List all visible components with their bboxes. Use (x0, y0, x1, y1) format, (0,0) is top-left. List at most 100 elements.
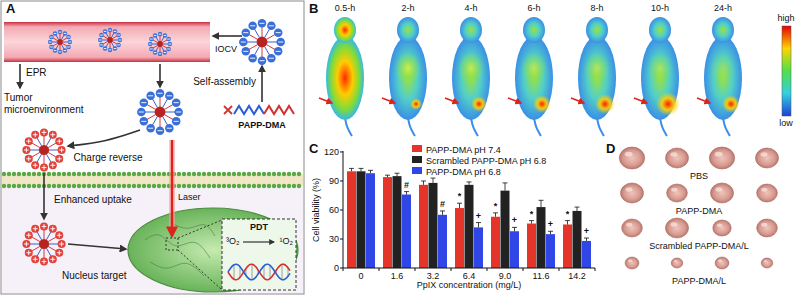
charge-sign (139, 112, 144, 113)
legend-swatch (412, 167, 422, 174)
lipid-head (37, 184, 41, 188)
lipid-head (57, 184, 61, 188)
lipid-head (187, 184, 191, 188)
tumor-photo (711, 183, 734, 203)
charge-sign (50, 46, 53, 47)
mouse-tail (723, 118, 730, 136)
charge-sign (167, 39, 170, 40)
lipid-head (17, 172, 21, 176)
charge-dot (55, 231, 63, 239)
time-label: 10-h (651, 3, 669, 13)
charge-dot (31, 131, 39, 139)
error-bar (505, 183, 506, 191)
flow-arrow (68, 244, 126, 249)
charge-dot (49, 131, 57, 139)
charge-dot (40, 222, 48, 230)
charge-dot (153, 33, 158, 38)
charge-dot (49, 45, 54, 50)
error-cap (529, 220, 534, 221)
flow-arrow (19, 64, 21, 88)
lipid-head (102, 184, 106, 188)
lipid-head (237, 172, 241, 176)
charge-sign (169, 44, 172, 45)
dna-strand (228, 264, 290, 280)
charge-sign (54, 33, 57, 34)
charge-dot (68, 40, 73, 45)
process-label: Nucleus target (62, 270, 126, 282)
tick-label: 30 (329, 234, 339, 244)
lipid-head (92, 172, 96, 176)
charge-sign (67, 37, 70, 38)
charge-sign (28, 156, 29, 161)
charge-dot (149, 37, 154, 42)
cell-membrane (2, 172, 303, 188)
charge-dot (31, 255, 39, 263)
error-bar (442, 211, 443, 215)
significance-mark: * (566, 209, 570, 219)
lipid-head (22, 172, 26, 176)
lipid-head (192, 172, 196, 176)
legend-swatch (412, 145, 422, 152)
lipid-head (77, 184, 81, 188)
x-tick (559, 268, 560, 271)
tumor-photo (667, 184, 688, 202)
lipid-head (262, 184, 266, 188)
charge-sign (26, 148, 27, 153)
charge-dot (40, 258, 48, 266)
lipid-head (117, 172, 121, 176)
bar (455, 208, 464, 268)
charge-dot (31, 161, 39, 169)
lipid-head (82, 184, 86, 188)
charge-dot (116, 33, 121, 38)
charge-dot (158, 32, 163, 37)
tumor-highlight (761, 188, 767, 192)
charge-sign (44, 165, 45, 170)
bar (393, 176, 402, 268)
charge-sign (109, 49, 112, 50)
mouse-head (460, 17, 482, 43)
tick-label: 60 (329, 205, 339, 215)
error-cap (539, 200, 544, 201)
lipid-head (132, 184, 136, 188)
flow-arrow (697, 98, 710, 103)
charge-dot (55, 137, 63, 145)
bar (402, 195, 411, 268)
bar (537, 207, 546, 268)
charge-sign (54, 50, 57, 51)
panel-letter: C (309, 142, 318, 157)
lipid-head (217, 172, 221, 176)
tumor-photo (756, 148, 779, 168)
bar (366, 173, 375, 268)
charge-dot (172, 117, 181, 126)
charge-sign (35, 226, 36, 231)
lipid-head (272, 172, 276, 176)
charge-sign (250, 58, 255, 59)
tumor-signal (533, 95, 551, 113)
chromatin (170, 222, 215, 236)
tumor-photo (666, 148, 689, 168)
scale-label: high (777, 13, 794, 23)
tumor-signal (471, 96, 487, 112)
lipid-head (22, 184, 26, 188)
lipid-head (157, 184, 161, 188)
lipid-head (257, 184, 261, 188)
charge-dot (31, 225, 39, 233)
tumor-photo (757, 219, 778, 237)
lipid-head (282, 184, 286, 188)
tumor-highlight (626, 187, 633, 191)
charge-dot (153, 50, 158, 55)
charge-dot (174, 108, 183, 117)
charge-dot (165, 124, 174, 133)
charge-sign (164, 52, 167, 53)
x-tick (523, 268, 524, 271)
lipid-head (292, 184, 296, 188)
molecule-label: PAPP-DMA (238, 120, 285, 130)
axis-title: PpIX concentration (mg/L) (417, 280, 522, 290)
formula-label: ¹O₂ (280, 236, 294, 246)
flow-arrow (319, 98, 332, 103)
charge-sign (28, 139, 29, 144)
mouse-tail (408, 118, 415, 136)
lipid-head (182, 172, 186, 176)
end-mark (224, 106, 232, 114)
significance-mark: + (584, 226, 589, 236)
